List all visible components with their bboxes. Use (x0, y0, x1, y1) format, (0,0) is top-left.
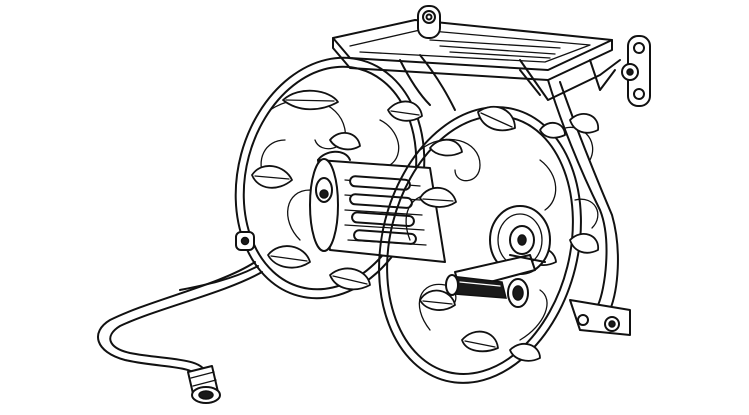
hose-connector (187, 365, 221, 404)
top-mount-tab (417, 5, 441, 39)
side-support-arm (539, 79, 631, 336)
garden-hose (97, 261, 263, 404)
wall-bracket (332, 5, 651, 111)
crank-handle (445, 254, 546, 308)
left-hub-tab (235, 231, 255, 251)
reel-drum (309, 150, 446, 263)
bottom-mount-plate (569, 299, 631, 336)
right-reel-wheel (378, 106, 582, 384)
side-mount-plate (621, 35, 651, 107)
